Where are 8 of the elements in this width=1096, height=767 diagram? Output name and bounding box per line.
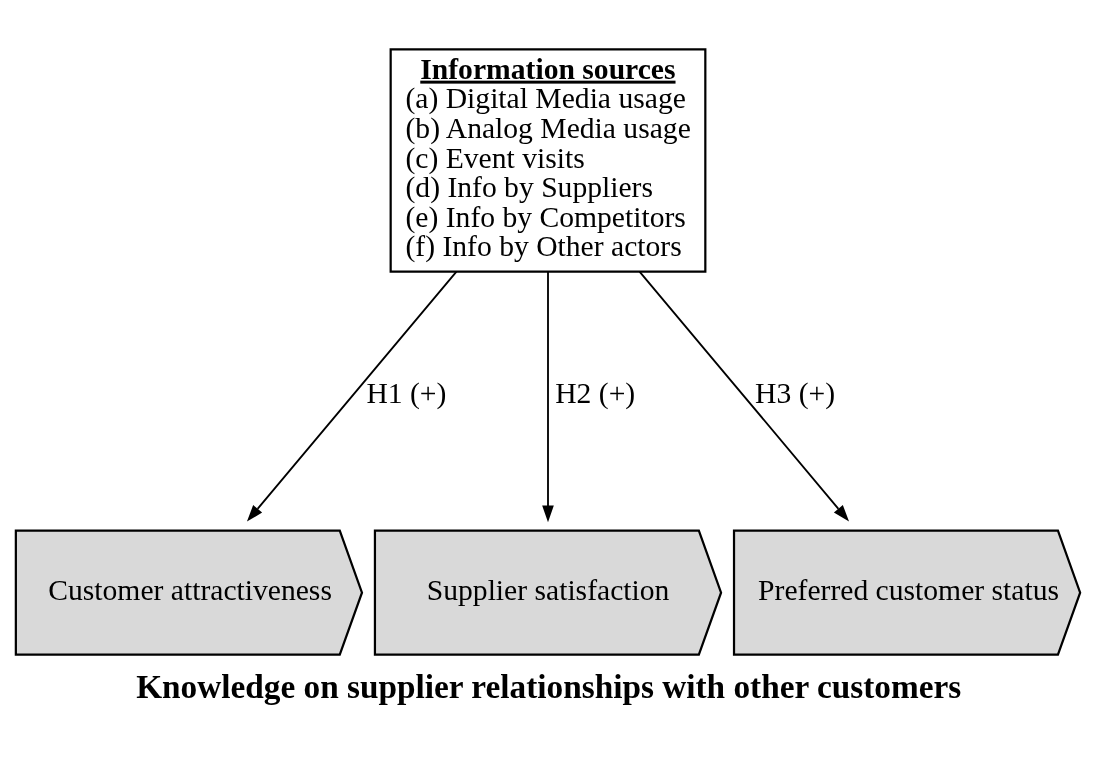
edge-label: H1 (+) bbox=[366, 376, 447, 409]
edge-label: H3 (+) bbox=[755, 376, 836, 409]
arrow bbox=[542, 270, 554, 523]
arrow bbox=[638, 270, 850, 522]
node-box: Information sources (a) Digital Media usage (b) Analog Media usage (c) Event visits (d) Info by Suppliers (e) Info by Competitors (f) Info by Other actors bbox=[389, 48, 707, 273]
arrow bbox=[246, 270, 458, 522]
caption: Knowledge on supplier relationships with other customers bbox=[136, 667, 962, 705]
edge-label: H2 (+) bbox=[555, 376, 636, 409]
